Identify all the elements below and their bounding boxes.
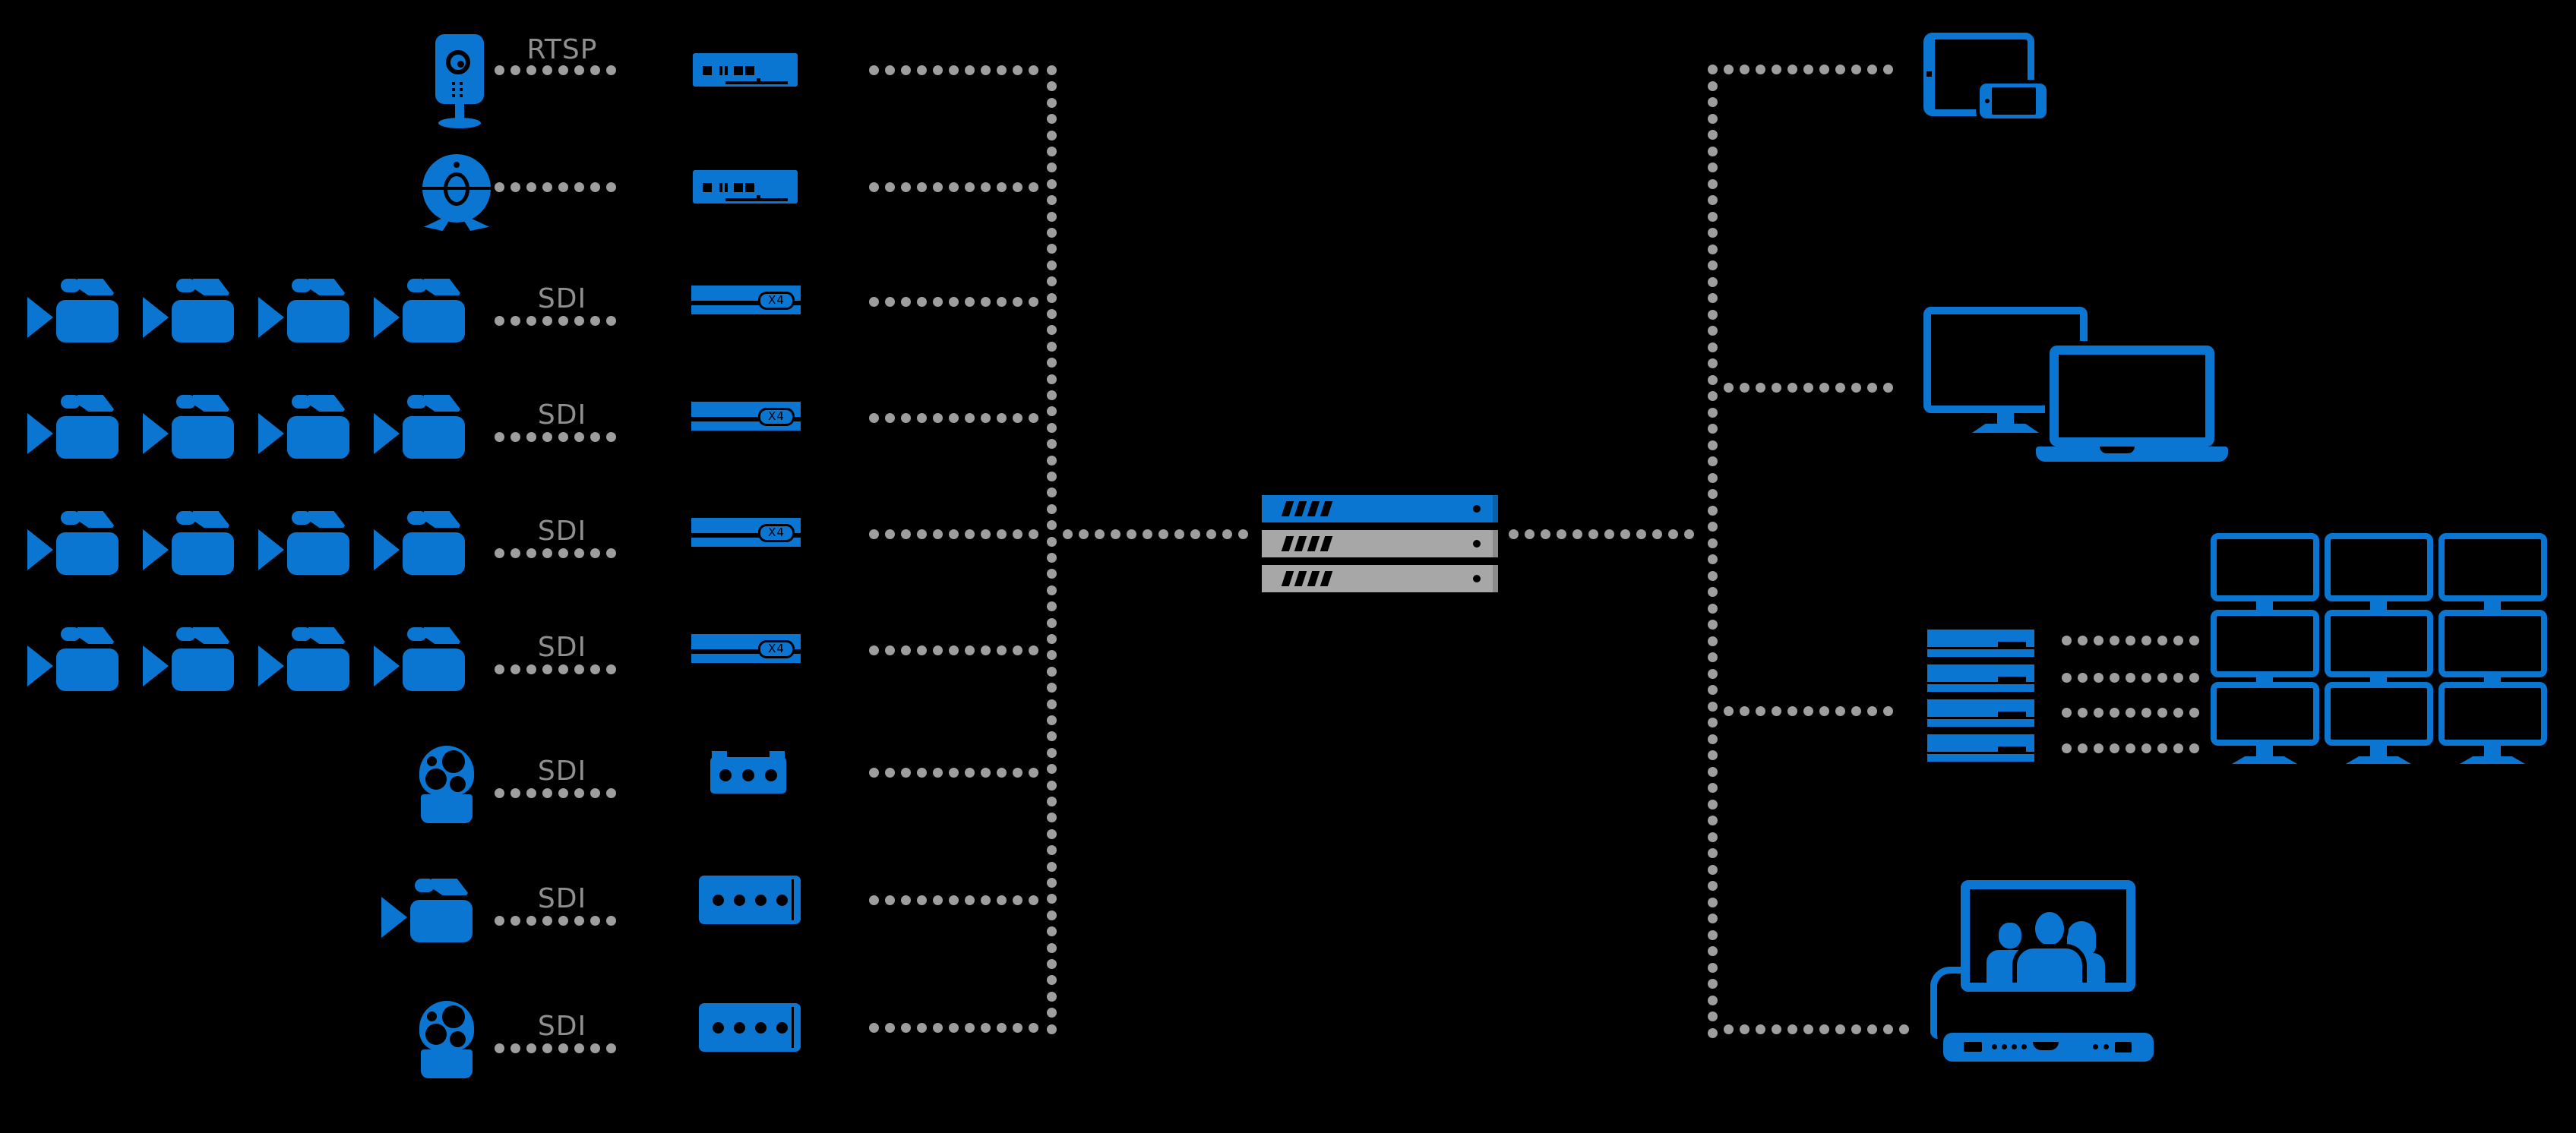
monitor-base — [1972, 424, 2039, 433]
video-camera-icon — [143, 279, 235, 342]
tablet-camera-icon — [1926, 71, 1932, 77]
video-camera-icon — [143, 627, 235, 691]
ptz-dome-camera-icon — [419, 746, 474, 823]
video-camera-icon — [143, 395, 235, 459]
protocol-label-sdi: SDI — [537, 399, 587, 431]
media-server-unit-secondary — [1262, 530, 1498, 557]
video-camera-icon — [381, 879, 474, 942]
video-wall-icon — [2211, 533, 2549, 768]
person-silhouette — [2017, 948, 2082, 983]
streaming-encoder-icon — [693, 53, 798, 87]
protocol-label-sdi: SDI — [537, 283, 587, 314]
person-silhouette — [2035, 912, 2064, 945]
monitor-stand — [1997, 413, 2014, 424]
phone-icon — [1980, 84, 2047, 118]
protocol-label-rtsp: RTSP — [526, 34, 598, 65]
person-silhouette — [1999, 923, 2021, 948]
protocol-label-sdi: SDI — [537, 883, 587, 914]
decoder-stack-icon — [1927, 630, 2034, 762]
conference-codec-icon — [1943, 1033, 2154, 1062]
ip-camera-icon — [435, 32, 488, 132]
conference-participants-icon — [1970, 889, 2126, 983]
protocol-label-sdi: SDI — [537, 756, 587, 787]
laptop-screen-icon — [2050, 346, 2214, 447]
rack-encoder-x4-icon: X4 — [691, 286, 801, 316]
video-camera-icon — [374, 511, 466, 575]
video-camera-icon — [27, 627, 120, 691]
video-camera-icon — [374, 627, 466, 691]
x4-badge: X4 — [758, 292, 795, 310]
x4-badge: X4 — [758, 640, 795, 658]
conference-cable — [1930, 967, 1962, 1039]
media-server-unit-primary — [1262, 495, 1498, 522]
protocol-label-sdi: SDI — [537, 1011, 587, 1042]
streaming-encoder-icon — [693, 170, 798, 204]
video-camera-icon — [258, 395, 351, 459]
capture-box-icon — [699, 1003, 801, 1052]
video-camera-icon — [27, 511, 120, 575]
laptop-base — [2036, 447, 2228, 462]
video-camera-icon — [258, 511, 351, 575]
webcam-icon — [422, 154, 491, 232]
protocol-label-sdi: SDI — [537, 516, 587, 547]
rack-encoder-x4-icon: X4 — [691, 634, 801, 664]
video-camera-icon — [258, 279, 351, 342]
x4-badge: X4 — [758, 524, 795, 542]
capture-box-icon — [710, 751, 786, 794]
video-camera-icon — [374, 395, 466, 459]
x4-badge: X4 — [758, 408, 795, 426]
conference-display-icon — [1961, 880, 2135, 992]
video-camera-icon — [27, 395, 120, 459]
video-camera-icon — [27, 279, 120, 342]
video-camera-icon — [374, 279, 466, 342]
protocol-label-sdi: SDI — [537, 632, 587, 663]
video-camera-icon — [258, 627, 351, 691]
ptz-dome-camera-icon — [419, 1001, 474, 1078]
video-camera-icon — [143, 511, 235, 575]
capture-box-icon — [699, 876, 801, 924]
rack-encoder-x4-icon: X4 — [691, 402, 801, 432]
rack-encoder-x4-icon: X4 — [691, 518, 801, 548]
media-server-unit-secondary — [1262, 565, 1498, 592]
